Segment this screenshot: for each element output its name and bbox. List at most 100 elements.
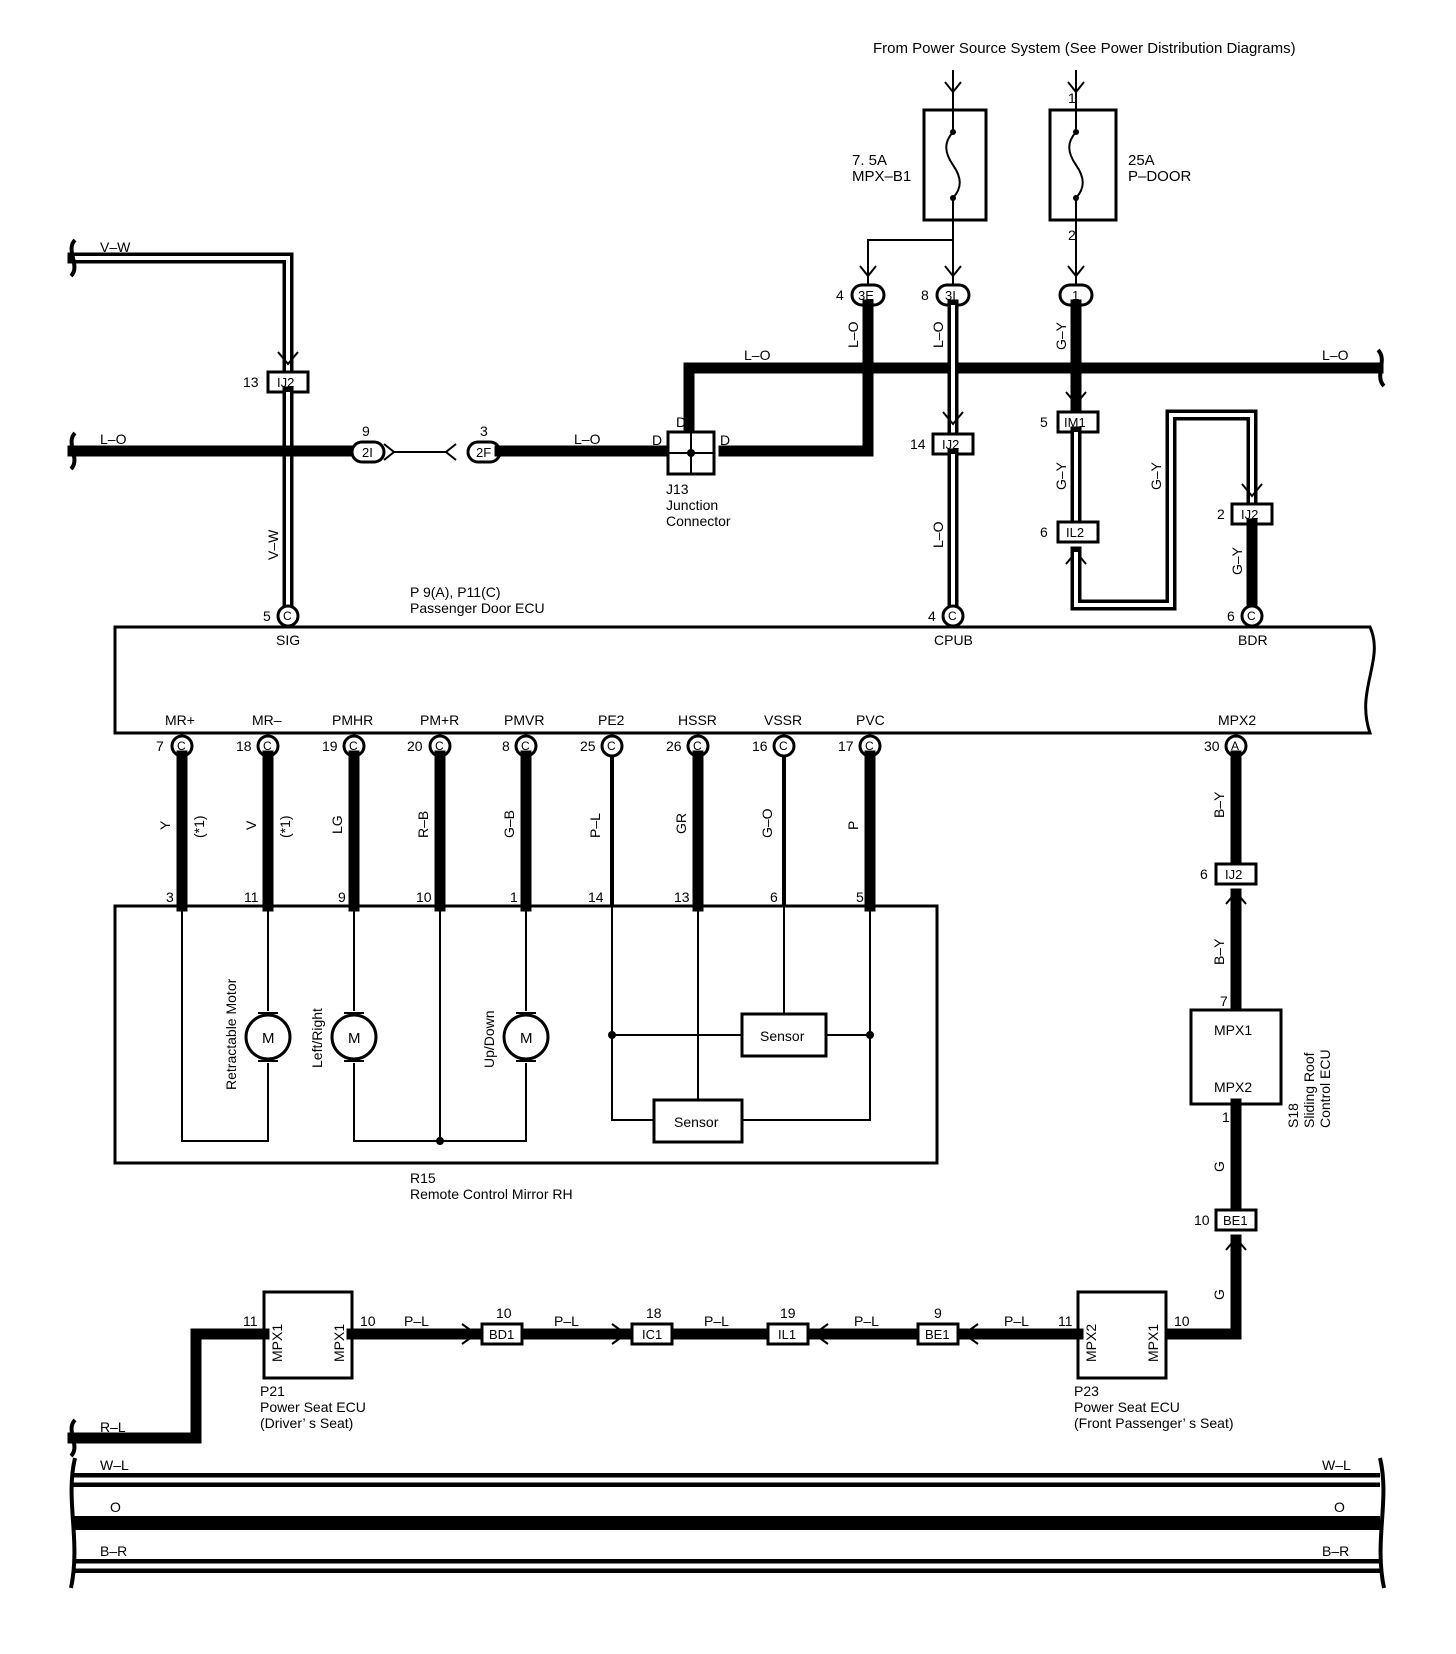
door-ecu-pin-num: 16 [752,738,768,754]
o-right-label: O [1334,1499,1345,1515]
arrow-bd1 [461,1323,478,1345]
j13-d-left: D [652,432,662,448]
vw-top-label: V–W [100,239,131,255]
connector-ic1 [630,1322,674,1346]
connector-2f-pin: 3 [480,423,488,439]
fuse-mpx-b1 [922,108,988,222]
fuse1-name: MPX–B1 [852,168,911,185]
wire-p-label: P [845,821,861,830]
connector-im1-label: IM1 [1064,415,1086,430]
gy-im1-label: G–Y [1053,461,1069,490]
fuse1-feed-arrow [944,81,962,94]
wire-go-label: G–O [759,808,775,838]
door-ecu-pin-c: C [865,739,874,753]
door-ecu-pin-c: C [263,739,272,753]
mirror-pin-9: 9 [338,889,346,905]
mirror-pin-3: 3 [166,889,174,905]
connector-be1-9-pin: 9 [934,1305,942,1321]
connector-ij2-6-label: IJ2 [1225,867,1242,882]
connector-be1-9 [916,1322,960,1346]
arrow-ij2-2 [1241,483,1263,498]
o-left-label: O [110,1499,121,1515]
connector-im1-pin: 5 [1040,414,1048,430]
connector-ij2-6-pin: 6 [1200,866,1208,882]
sensor-vertical-label: Sensor [760,1028,805,1044]
pass-seat-mpx2: MPX2 [1083,1324,1099,1362]
fuse2-dot-top [1073,129,1079,135]
sensor-vertical [740,1012,828,1058]
sensor-horizontal-label: Sensor [674,1114,719,1130]
door-ecu-pin-c: C [693,739,702,753]
j13-code: J13 [666,481,689,497]
roof-pin-top: 7 [1220,993,1228,1009]
driver-seat-mpx1-left: MPX1 [269,1324,285,1362]
rl-wire [67,1328,270,1444]
retractable-motor-icon [244,1013,292,1061]
door-ecu-pin-cpub-num: 4 [928,608,936,624]
connector-il2-pin: 6 [1040,524,1048,540]
sensor-pvc-circuit [742,906,871,1121]
connector-be1-10 [1214,1208,1258,1232]
lr-motor-label: Left/Right [309,1008,325,1068]
connector-be1-9-label: BE1 [925,1327,950,1342]
junction-3i-pin: 8 [921,287,929,303]
door-ecu-pin-num: 19 [322,738,338,754]
arrow-ic1 [611,1323,628,1345]
g-roof-label: G [1211,1161,1227,1172]
door-ecu-name: Passenger Door ECU [410,600,545,616]
fuse2-pin-top: 1 [1068,90,1076,106]
connector-ij2-2-pin: 2 [1217,506,1225,522]
by-roof-label: B–Y [1211,938,1227,965]
lo-top-right-label: L–O [1322,347,1349,363]
door-ecu-pin-num: 7 [156,738,164,754]
connector-bd1 [480,1322,524,1346]
sliding-roof-ecu-box [1189,1008,1283,1106]
fuse2-name: P–DOOR [1128,168,1192,185]
connector-be1-10-label: BE1 [1223,1213,1248,1228]
door-ecu-pin-c: C [521,739,530,753]
arrow-be1-9 [962,1323,979,1345]
lo-2f-label: L–O [574,431,601,447]
gy-j1-label: G–Y [1053,321,1069,350]
fuse1-rating: 7. 5A [852,152,887,169]
arrow-il1 [812,1323,829,1345]
lo-cpub-label: L–O [930,521,946,548]
pl-label-5: P–L [1004,1313,1029,1329]
driver-seat-pin-left: 11 [243,1313,258,1329]
wire-y-label: Y [157,820,173,830]
connector-ij2-13-pin: 13 [243,374,259,390]
junction-1-label: 1 [1072,288,1079,303]
by-mpx2-label: B–Y [1211,791,1227,818]
j13-dot [687,449,695,457]
roof-ecu-line2: Control ECU [1317,1049,1333,1128]
door-ecu-pin-num: 20 [407,738,423,754]
br-left-label: B–R [100,1543,127,1559]
roof-ecu-line1: Sliding Roof [1301,1052,1317,1128]
arrow-3i [944,265,962,278]
junction-3e-pin: 4 [836,287,844,303]
fuse1-dot-top [950,129,956,135]
door-ecu-label-pmhr: PMHR [332,712,373,728]
door-ecu-pin-c: C [177,739,186,753]
connector-2i-pin: 9 [362,423,370,439]
door-ecu-label-mr-minus: MR– [252,712,282,728]
junction-3i-label: 3I [945,288,956,303]
connector-il1-label: IL1 [778,1327,796,1342]
door-ecu-pin-num: 17 [838,738,854,754]
roof-ecu-mpx1: MPX1 [1214,1022,1252,1038]
lr-motor-m: M [348,1030,361,1047]
j13-line2: Connector [666,513,731,529]
vw-sig-label: V–W [265,529,281,560]
connector-be1-10-pin: 10 [1194,1212,1210,1228]
door-ecu-pin-cpub-c: C [948,609,957,623]
connector-ij2-6 [1214,862,1258,886]
g-seat-wire [1160,1234,1242,1340]
pl-label-3: P–L [704,1313,729,1329]
lo-3e-label: L–O [845,321,861,348]
driver-seat-code: P21 [260,1383,285,1399]
pl-label-2: P–L [554,1313,579,1329]
mirror-name: Remote Control Mirror RH [410,1186,573,1202]
connector-il2-label: IL2 [1066,525,1084,540]
roof-pin-bottom: 1 [1222,1109,1230,1125]
connector-il2 [1056,520,1100,544]
